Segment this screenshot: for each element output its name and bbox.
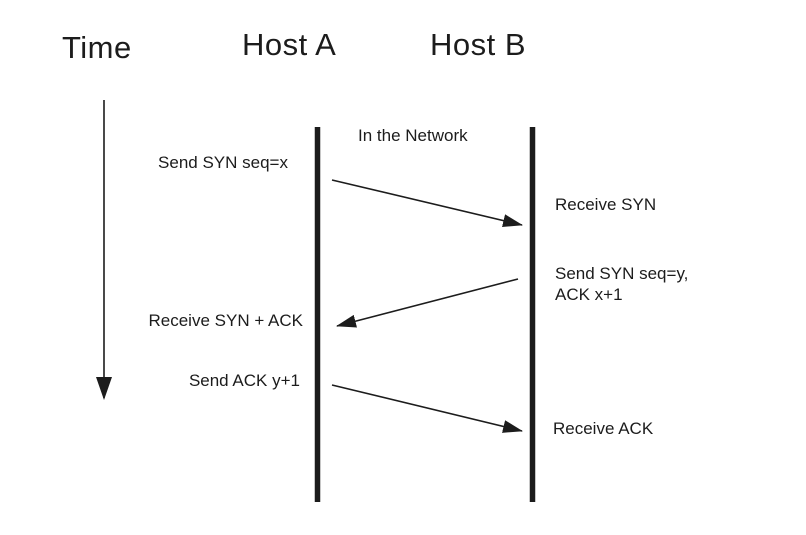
syn-arrow bbox=[331, 179, 523, 227]
event-receive-syn-ack: Receive SYN + ACK bbox=[148, 311, 304, 330]
time-axis-label: Time bbox=[62, 30, 132, 65]
event-send-syn-ack: Send SYN seq=y, ACK x+1 bbox=[555, 264, 689, 304]
event-receive-syn: Receive SYN bbox=[555, 195, 657, 214]
event-send-syn: Send SYN seq=x bbox=[158, 153, 288, 172]
syn-ack-arrow bbox=[336, 278, 519, 328]
host-b-label: Host B bbox=[430, 27, 527, 62]
host-a-label: Host A bbox=[242, 27, 337, 62]
event-receive-ack: Receive ACK bbox=[553, 419, 654, 438]
network-label: In the Network bbox=[358, 126, 468, 145]
event-send-ack: Send ACK y+1 bbox=[188, 371, 300, 390]
ack-arrow bbox=[331, 384, 523, 433]
